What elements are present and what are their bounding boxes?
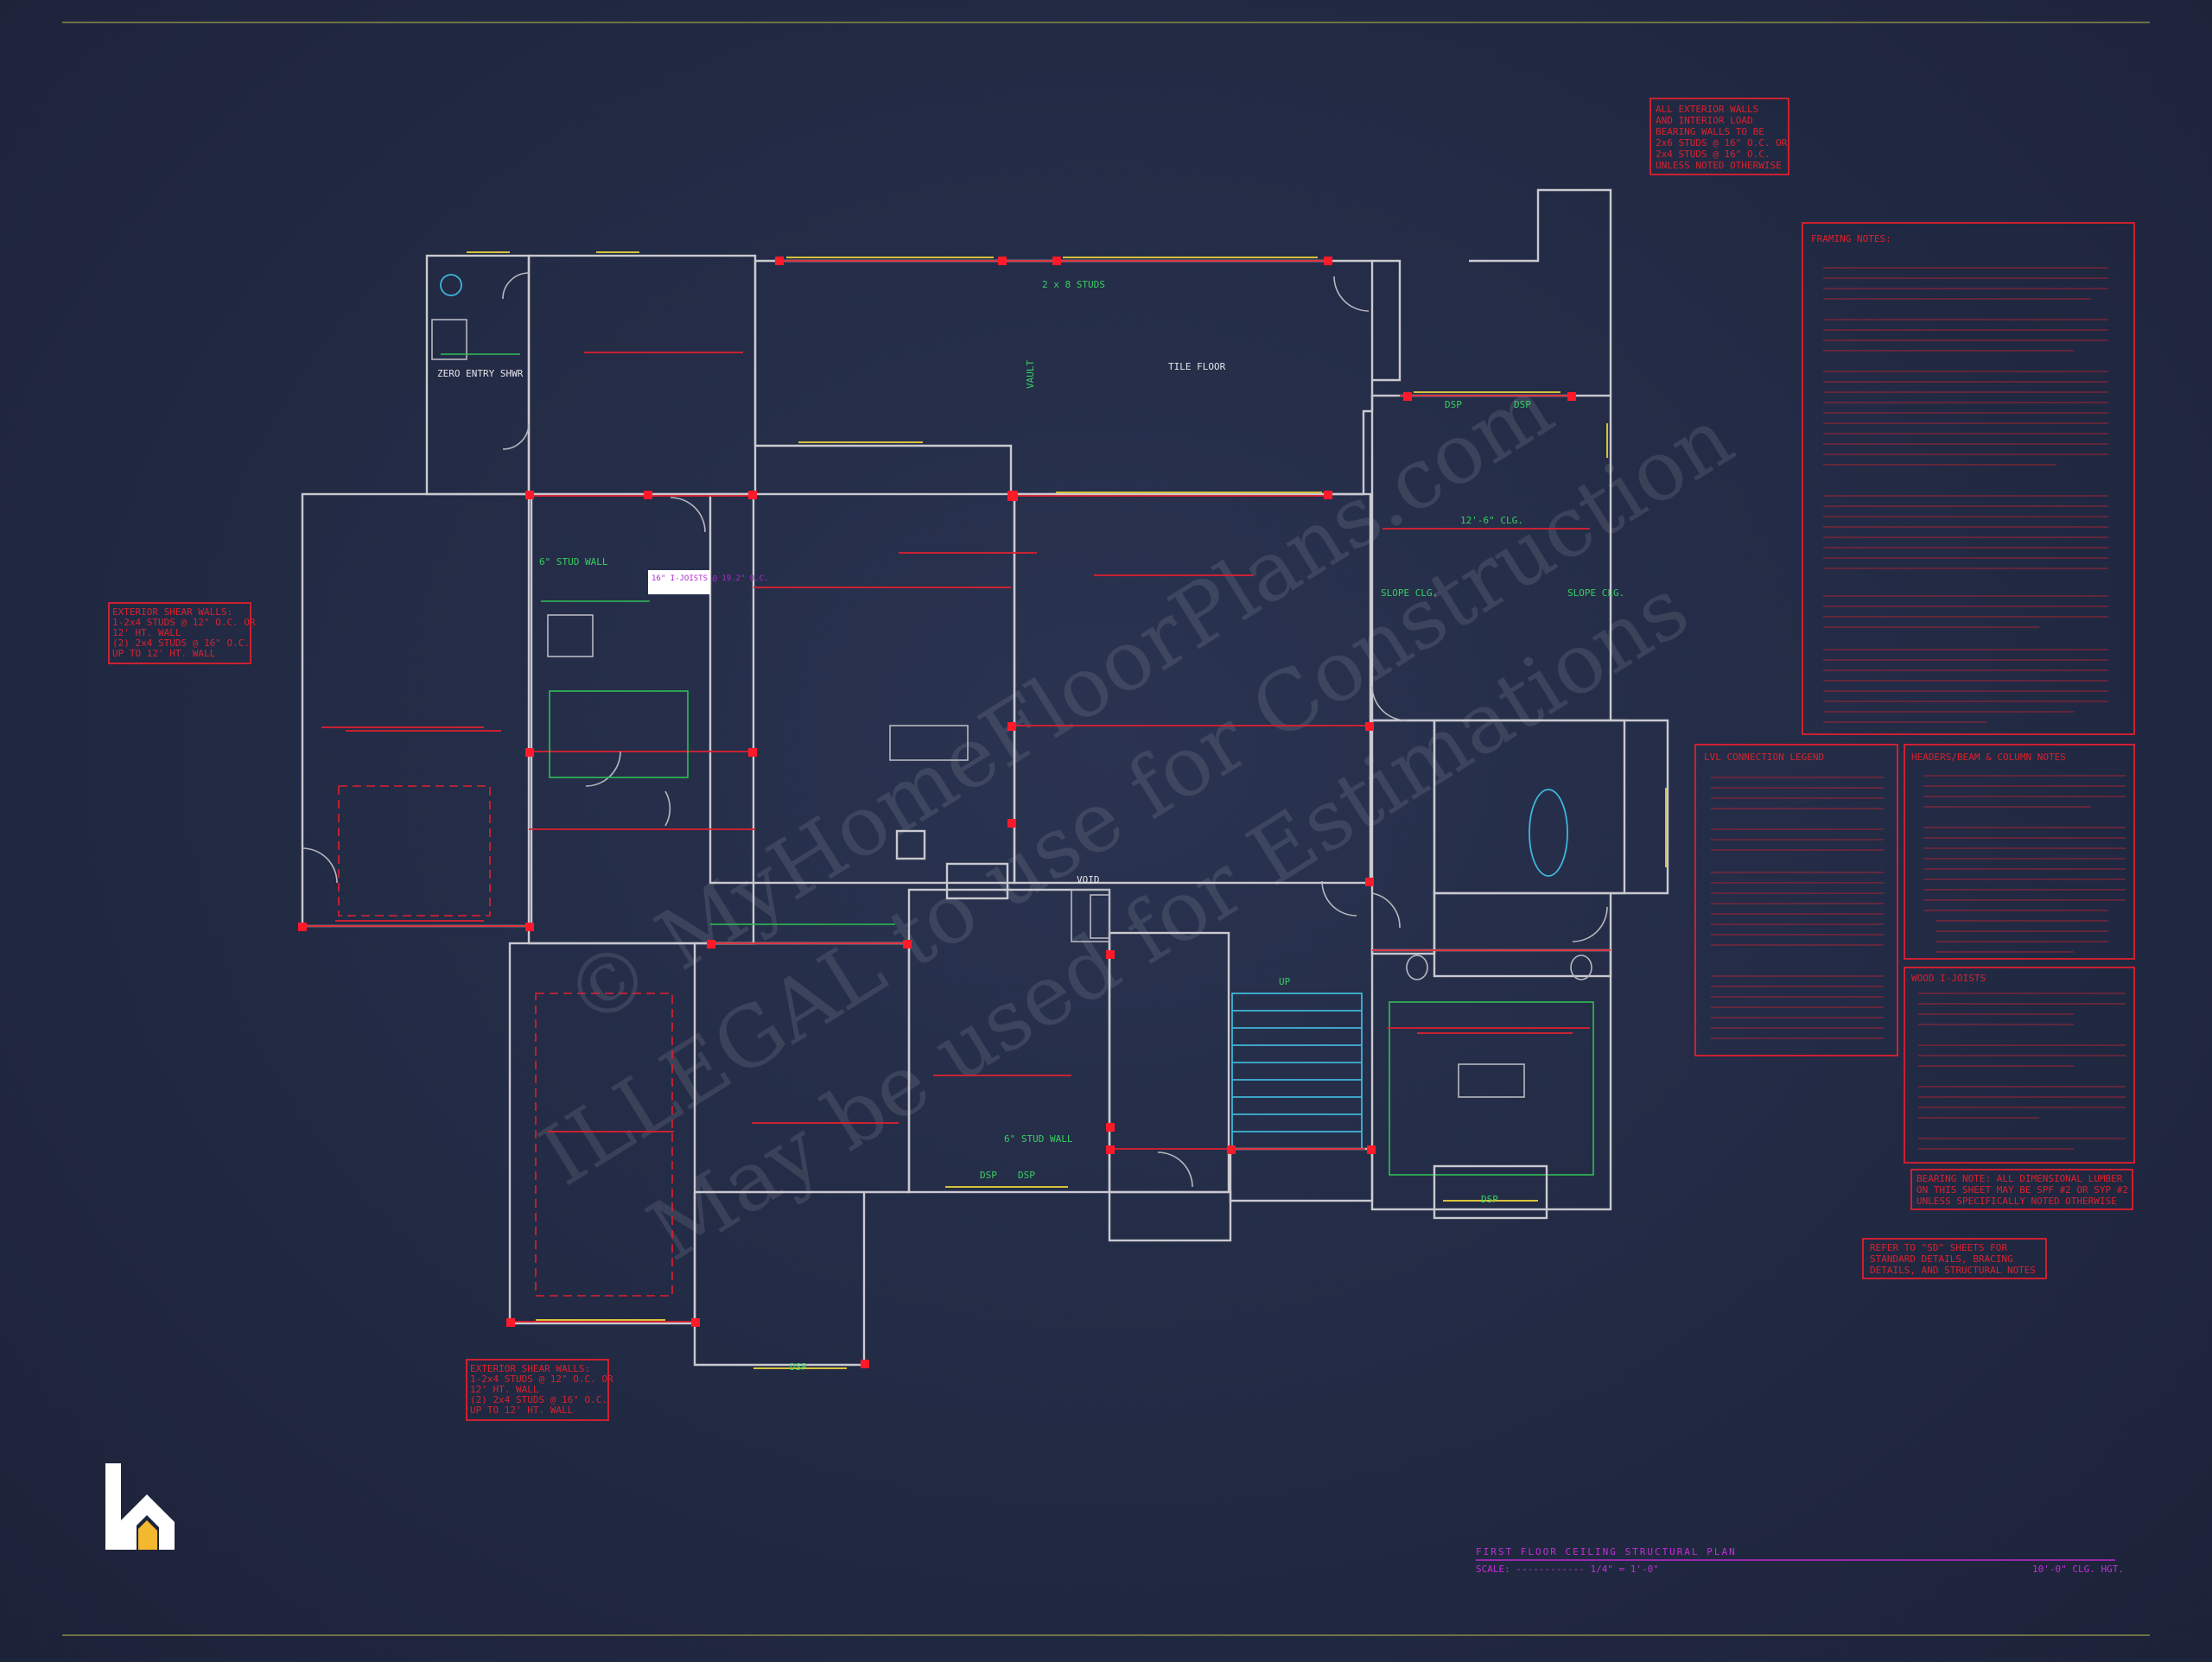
sheet-title: FIRST FLOOR CEILING STRUCTURAL PLAN	[1476, 1546, 1737, 1557]
slope-label-left: SLOPE CLG.	[1381, 587, 1438, 599]
green-lines	[441, 353, 895, 925]
svg-text:FRAMING NOTES:: FRAMING NOTES:	[1811, 233, 1891, 244]
stud-wall-label-1: 6" STUD WALL	[539, 556, 608, 568]
posts	[298, 257, 1576, 1368]
garage-note-bottom: EXTERIOR SHEAR WALLS: 1-2x4 STUDS @ 12" …	[466, 1359, 613, 1421]
void-label: VOID	[1077, 874, 1100, 885]
top-note: ALL EXTERIOR WALLS AND INTERIOR LOAD BEA…	[1649, 98, 1789, 175]
joists-tag-box	[648, 570, 710, 594]
wood-joists-notes: WOOD I-JOISTS	[1904, 967, 2135, 1164]
svg-text:(2) 2x4 STUDS @ 16" O.C.: (2) 2x4 STUDS @ 16" O.C.	[470, 1394, 607, 1405]
up-label: UP	[1279, 976, 1291, 987]
svg-text:UP TO 12' HT. WALL: UP TO 12' HT. WALL	[470, 1405, 574, 1416]
svg-text:1-2x4 STUDS @ 12" O.C. OR: 1-2x4 STUDS @ 12" O.C. OR	[112, 617, 256, 628]
svg-text:UNLESS NOTED OTHERWISE: UNLESS NOTED OTHERWISE	[1656, 160, 1782, 171]
svg-text:AND INTERIOR LOAD: AND INTERIOR LOAD	[1656, 115, 1753, 126]
watermark-line-2: ILLEGAL to use for Construction	[524, 389, 1749, 1204]
ceiling-height-label: 12'-6" CLG.	[1460, 515, 1523, 526]
zero-entry-label: ZERO ENTRY SHWR	[437, 368, 524, 379]
sheet-ceiling-height: 10'-0" CLG. HGT.	[2032, 1564, 2124, 1575]
svg-text:(2) 2x4 STUDS @ 16" O.C.: (2) 2x4 STUDS @ 16" O.C.	[112, 638, 250, 649]
svg-text:ON THIS SHEET MAY BE SPF #2 OR: ON THIS SHEET MAY BE SPF #2 OR SYP #2	[1916, 1184, 2128, 1196]
svg-text:BEARING WALLS TO BE: BEARING WALLS TO BE	[1656, 126, 1764, 137]
windows	[467, 251, 1667, 1369]
dsp-label-3: DSP	[980, 1170, 997, 1181]
svg-text:UP TO 12' HT. WALL: UP TO 12' HT. WALL	[112, 648, 216, 659]
sheet-scale: SCALE: ------------ 1/4" = 1'-0"	[1476, 1564, 1659, 1575]
svg-text:DETAILS, AND STRUCTURAL NOTES: DETAILS, AND STRUCTURAL NOTES	[1870, 1265, 2036, 1276]
svg-text:HEADERS/BEAM & COLUMN NOTES: HEADERS/BEAM & COLUMN NOTES	[1911, 752, 2066, 763]
svg-text:WOOD I-JOISTS: WOOD I-JOISTS	[1911, 973, 1986, 984]
dimensions	[321, 352, 1590, 1132]
dsp-label-2: DSP	[1514, 399, 1531, 410]
svg-text:UNLESS SPECIFICALLY NOTED OTHE: UNLESS SPECIFICALLY NOTED OTHERWISE	[1916, 1196, 2117, 1207]
svg-text:ALL EXTERIOR WALLS: ALL EXTERIOR WALLS	[1656, 104, 1758, 115]
tile-floor-label: TILE FLOOR	[1168, 361, 1226, 372]
framing-notes: FRAMING NOTES:	[1802, 222, 2135, 735]
svg-text:REFER TO "SD" SHEETS FOR: REFER TO "SD" SHEETS FOR	[1870, 1242, 2007, 1253]
logo-mark	[105, 1463, 175, 1550]
vault-label: VAULT	[1025, 360, 1036, 389]
dsp-label-1: DSP	[1445, 399, 1462, 410]
svg-text:2x6 STUDS @ 16" O.C. OR: 2x6 STUDS @ 16" O.C. OR	[1656, 137, 1788, 149]
beams	[302, 260, 1611, 1323]
dsp-label-6: DSP	[1481, 1194, 1498, 1205]
svg-text:1-2x4 STUDS @ 12" O.C. OR: 1-2x4 STUDS @ 12" O.C. OR	[470, 1373, 613, 1385]
svg-text:STANDARD DETAILS, BRACING: STANDARD DETAILS, BRACING	[1870, 1253, 2013, 1265]
svg-text:LVL CONNECTION LEGEND: LVL CONNECTION LEGEND	[1704, 752, 1824, 763]
dsp-label-4: DSP	[1018, 1170, 1035, 1181]
bearing-note: BEARING NOTE: ALL DIMENSIONAL LUMBER ON …	[1910, 1169, 2133, 1210]
doors	[302, 272, 1608, 1188]
svg-text:2x4 STUDS @ 16" O.C.: 2x4 STUDS @ 16" O.C.	[1656, 149, 1770, 160]
dsp-label-5: DSP	[790, 1361, 807, 1373]
joists-tag: 16" I-JOISTS @ 19.2" O.C.	[652, 574, 768, 583]
svg-text:EXTERIOR SHEAR WALLS:: EXTERIOR SHEAR WALLS:	[112, 606, 232, 618]
slope-label-right: SLOPE CLG.	[1567, 587, 1624, 599]
garage-note-left: EXTERIOR SHEAR WALLS: 1-2x4 STUDS @ 12" …	[108, 602, 256, 664]
studs-label: 2 x 8 STUDS	[1042, 279, 1105, 290]
svg-text:12' HT. WALL: 12' HT. WALL	[112, 627, 181, 638]
svg-text:BEARING NOTE: ALL DIMENSIONAL: BEARING NOTE: ALL DIMENSIONAL LUMBER	[1916, 1173, 2123, 1184]
svg-text:12' HT. WALL: 12' HT. WALL	[470, 1384, 539, 1395]
stud-wall-label-2: 6" STUD WALL	[1004, 1133, 1073, 1145]
refer-note: REFER TO "SD" SHEETS FOR STANDARD DETAIL…	[1862, 1238, 2047, 1279]
svg-text:EXTERIOR SHEAR WALLS:: EXTERIOR SHEAR WALLS:	[470, 1363, 590, 1374]
stairs	[1231, 993, 1363, 1150]
lvl-legend: LVL CONNECTION LEGEND	[1694, 744, 1898, 1056]
header-notes: HEADERS/BEAM & COLUMN NOTES	[1904, 744, 2135, 960]
